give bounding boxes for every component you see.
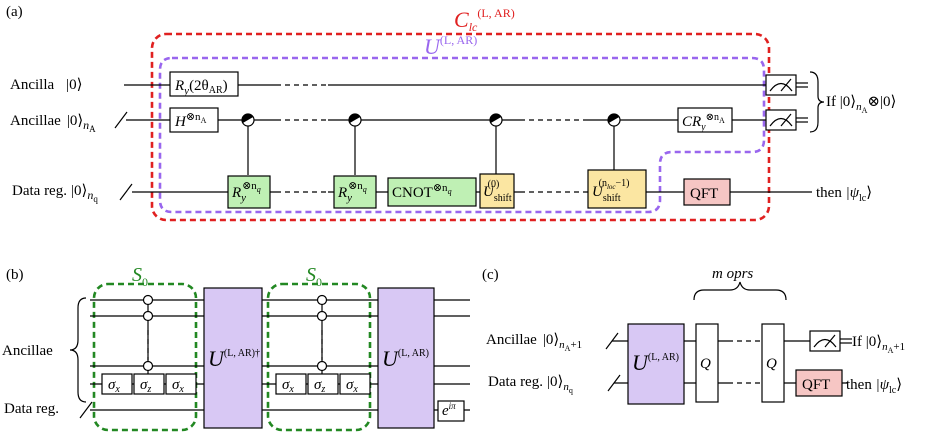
measure-icon <box>765 74 808 96</box>
svg-text:U(L, AR)†: U(L, AR)† <box>208 346 260 371</box>
gate-sigma-x: σx <box>101 373 133 395</box>
half-control-dot <box>489 113 503 127</box>
svg-text:Ry(2θAR): Ry(2θAR) <box>174 78 228 97</box>
panel-a-label: (a) <box>6 4 23 20</box>
svg-text:U(L, AR): U(L, AR) <box>632 350 679 375</box>
svg-text:Q: Q <box>700 356 711 372</box>
outer-region-label: Clc(L, AR) <box>454 6 515 34</box>
gate-q-2: Q <box>761 323 785 403</box>
gate-q-1: Q <box>695 323 719 403</box>
s0-label-1: S0 <box>132 264 148 289</box>
half-control-dot <box>348 113 362 127</box>
gate-ry-nq-1: Ry⊗nq <box>227 175 271 209</box>
gate-sigma-x: σx <box>275 373 307 395</box>
measure-icon <box>765 109 808 131</box>
control-dots <box>241 113 621 127</box>
gate-u-c: U(L, AR) <box>627 323 685 405</box>
ancillae-wire-label-c: Ancillae|0⟩nA+1 <box>486 332 582 353</box>
svg-text:Ry⊗nq: Ry⊗nq <box>231 180 261 204</box>
ancilla-wire-label: Ancilla|0⟩ <box>10 77 83 93</box>
gate-ry-2theta: Ry(2θAR) <box>169 71 239 97</box>
gate-sigma-z: σz <box>133 373 165 395</box>
panel-c-label: (c) <box>482 267 499 283</box>
ancillae-brace-b <box>69 297 87 403</box>
half-control-dot <box>241 113 255 127</box>
gate-cnot: CNOT⊗nq <box>387 177 477 207</box>
outcome-then-a: then |ψlc⟩ <box>816 185 872 204</box>
svg-text:Ushift(0): Ushift(0) <box>483 179 512 204</box>
svg-text:H⊗nA: H⊗nA <box>174 111 207 130</box>
gate-qft-c: QFT <box>795 369 843 397</box>
svg-text:QFT: QFT <box>690 186 718 202</box>
half-control-dot <box>607 113 621 127</box>
s0-region-2 <box>266 282 372 432</box>
gate-u-dagger: U(L, AR)† <box>203 287 263 429</box>
panel-b-label: (b) <box>6 267 24 283</box>
gate-u-b: U(L, AR) <box>377 287 435 429</box>
open-control-dots <box>142 294 328 372</box>
s0-region-1 <box>92 282 198 432</box>
svg-text:Ushift(nloc−1): Ushift(nloc−1) <box>592 178 630 204</box>
gate-cry: CRy⊗nA <box>677 107 733 133</box>
svg-text:Ry⊗nq: Ry⊗nq <box>337 180 367 204</box>
measure-icon <box>809 330 852 352</box>
ancillae-wire-label: Ancillae|0⟩nA <box>10 113 96 134</box>
m-oprs-label: m oprs <box>712 266 753 282</box>
gate-sigma-x: σx <box>339 373 371 395</box>
svg-text:σx: σx <box>346 377 358 395</box>
gate-ry-nq-2: Ry⊗nq <box>333 175 377 209</box>
svg-text:QFT: QFT <box>802 377 830 393</box>
svg-text:U(L, AR): U(L, AR) <box>382 346 429 371</box>
ancillae-label-b: Ancillae <box>2 343 53 359</box>
gate-ushift-0: Ushift(0) <box>479 173 515 209</box>
svg-text:σx: σx <box>282 377 294 395</box>
gate-ushift-nloc: Ushift(nloc−1) <box>587 169 647 209</box>
m-oprs-brace <box>693 281 787 301</box>
outcome-brace <box>809 71 825 133</box>
gate-phase: eiπ <box>437 400 465 422</box>
outcome-if-a: If |0⟩nA⊗|0⟩ <box>826 94 896 115</box>
gate-hadamard: H⊗nA <box>169 107 219 133</box>
svg-text:σz: σz <box>314 377 325 395</box>
svg-text:σz: σz <box>140 377 151 395</box>
gate-sigma-z: σz <box>307 373 339 395</box>
outcome-if-c: If |0⟩nA+1 <box>852 334 905 355</box>
inner-region-label: U(L, AR) <box>424 33 477 59</box>
svg-text:CRy⊗nA: CRy⊗nA <box>682 112 725 133</box>
outer-region-c-lc <box>150 32 771 222</box>
svg-text:σx: σx <box>108 377 120 395</box>
data-reg-label-b: Data reg. <box>4 401 59 417</box>
gate-qft-a: QFT <box>683 178 731 206</box>
svg-text:eiπ: eiπ <box>442 401 456 419</box>
data-reg-wire-label: Data reg.|0⟩nq <box>12 183 98 204</box>
gate-sigma-x: σx <box>165 373 197 395</box>
data-reg-wire-label-c: Data reg.|0⟩nq <box>488 374 573 395</box>
s0-label-2: S0 <box>306 264 322 289</box>
svg-text:CNOT⊗nq: CNOT⊗nq <box>392 182 452 201</box>
outcome-then-c: then |ψlc⟩ <box>846 377 902 396</box>
svg-text:Q: Q <box>766 356 777 372</box>
svg-text:σx: σx <box>172 377 184 395</box>
